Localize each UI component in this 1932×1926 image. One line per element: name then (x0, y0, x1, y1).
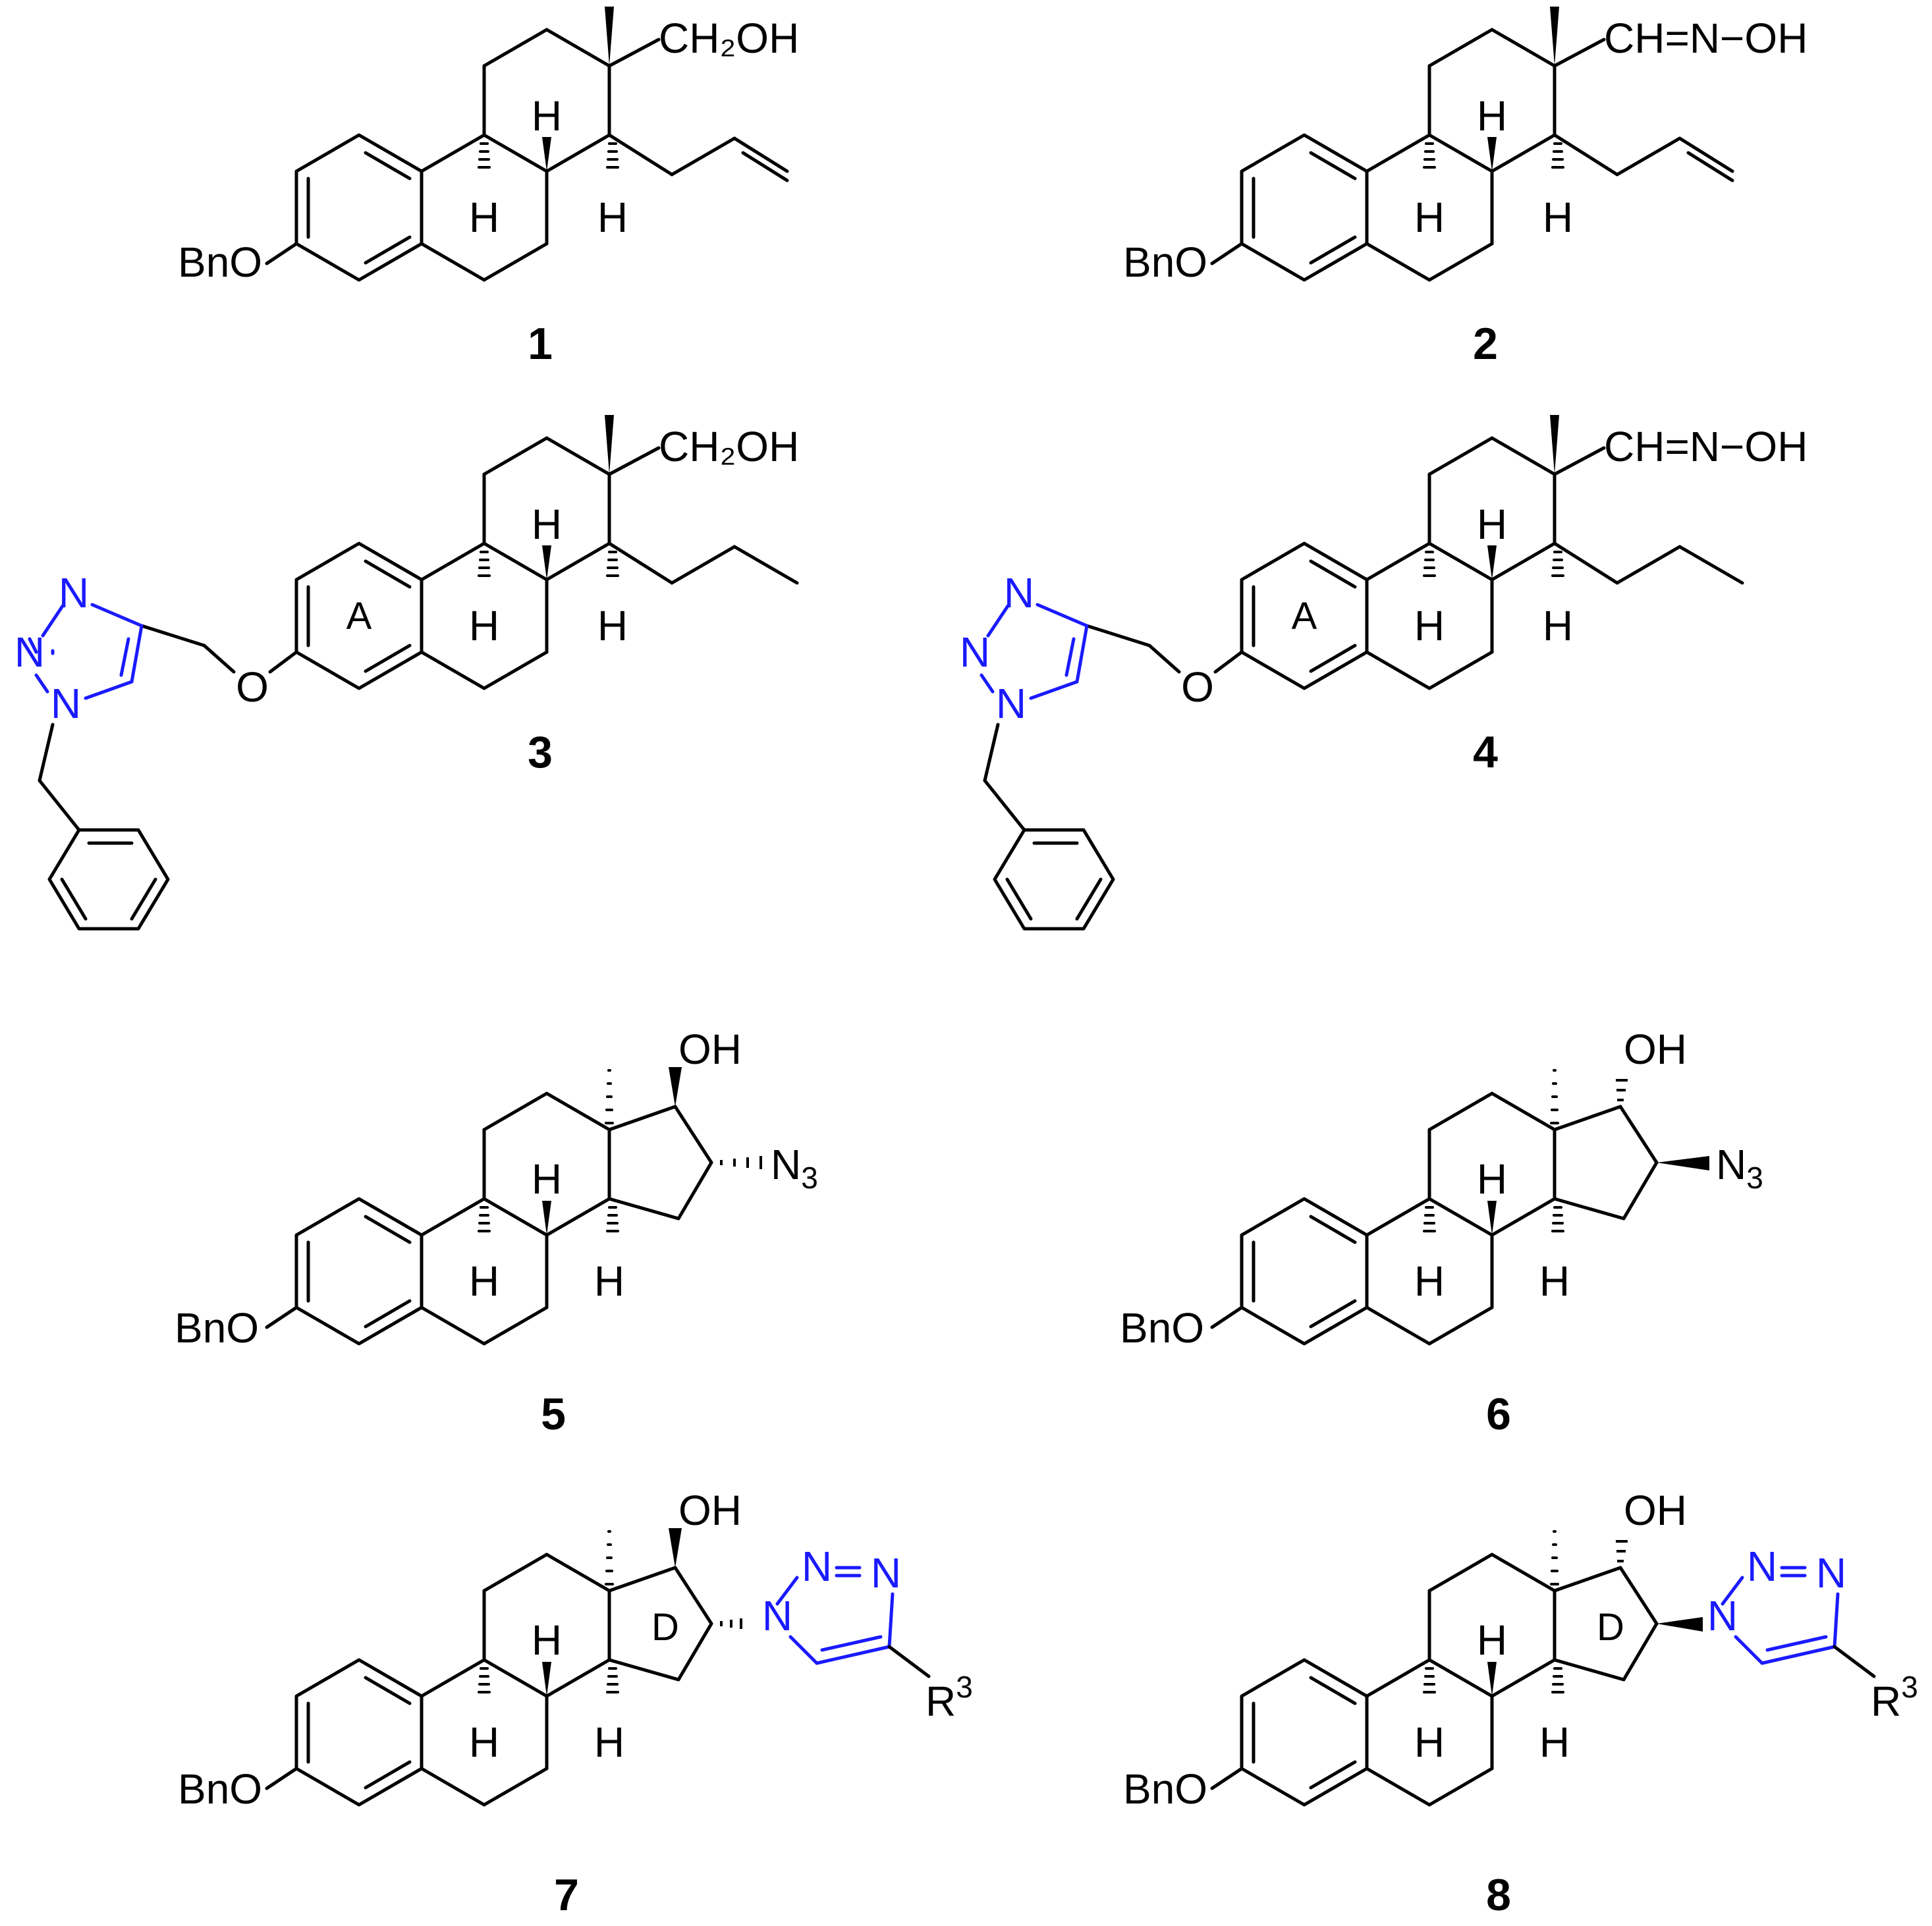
triazole-n-label: N (1747, 1543, 1777, 1590)
hydroxyl-label: OH (678, 1487, 742, 1534)
ring-d-label: D (1597, 1606, 1624, 1649)
c17-substituent-label: CH₂OH (659, 423, 799, 470)
h-label: H (469, 1257, 499, 1305)
compound-number: 6 (1486, 1389, 1511, 1439)
triazole-n-label: N (14, 628, 45, 676)
linker-bonds (140, 624, 298, 674)
benzyloxy-label: BnO (1123, 1765, 1207, 1813)
triazole-n-label: N (51, 680, 81, 727)
benzyloxy-label: BnO (178, 1765, 262, 1813)
compound-3: A CH₂OH H H H O N N N (14, 415, 799, 931)
compound-number: 5 (541, 1389, 566, 1439)
h-label: H (532, 1616, 562, 1664)
azide-hash-bond (720, 1156, 762, 1169)
compound-number: 4 (1473, 727, 1498, 777)
triazole-wedge-bond (1657, 1617, 1703, 1632)
benzyloxy-label: BnO (1120, 1304, 1204, 1352)
h-label: H (532, 1155, 562, 1203)
compound-4: A CH=N−OH H H H O N N N 4 (960, 415, 1808, 931)
compound-7: BnO OH D N N N R3 H H H 7 (178, 1487, 973, 1920)
h-label: H (1477, 92, 1507, 140)
c17-substituent-label: CH=N−OH (1604, 14, 1808, 62)
triazole-ring (28, 603, 144, 700)
h-label: H (469, 194, 499, 241)
triazole-ring (1721, 1566, 1840, 1665)
ring-d-label: D (651, 1606, 679, 1649)
compound-number: 8 (1486, 1870, 1511, 1920)
h-label: H (1414, 1719, 1445, 1766)
h-label: H (1539, 1719, 1570, 1766)
h-label: H (594, 1257, 624, 1305)
r3-label: R3 (1871, 1670, 1918, 1725)
h-label: H (532, 92, 562, 140)
h-label: H (1477, 501, 1507, 548)
h-label: H (594, 1719, 624, 1766)
benzyl-group (983, 723, 1115, 931)
h-label: H (1414, 1257, 1445, 1305)
c17-substituent-label: CH=N−OH (1604, 423, 1808, 470)
triazole-n-label: N (960, 628, 990, 676)
triazole-n-label: N (1816, 1549, 1846, 1597)
compound-number: 3 (528, 727, 553, 777)
compound-number: 2 (1473, 319, 1498, 369)
triazole-n-label: N (871, 1549, 901, 1597)
hydroxyl-label: OH (1624, 1026, 1687, 1073)
linker-bonds (1085, 624, 1244, 674)
triazole-n-label: N (762, 1592, 792, 1639)
compound-number: 7 (554, 1870, 579, 1920)
triazole-n-label: N (1004, 569, 1034, 617)
h-label: H (1477, 1155, 1507, 1203)
r3-label: R3 (925, 1670, 973, 1725)
compound-8: BnO OH D N N N R3 H H H 8 (1123, 1487, 1918, 1920)
h-label: H (597, 194, 628, 241)
compound-2: BnO CH=N−OH H H H 2 (1123, 7, 1808, 369)
azide-label: N3 (1716, 1141, 1763, 1195)
triazole-n-label: N (1707, 1592, 1738, 1639)
oh-hash-bond (1616, 1540, 1628, 1562)
ether-oxygen-label: O (236, 663, 269, 711)
compound-number: 1 (528, 319, 553, 369)
benzyloxy-label: BnO (175, 1304, 259, 1352)
triazole-n-label: N (802, 1543, 832, 1590)
hydroxyl-label: OH (678, 1026, 742, 1073)
h-label: H (1539, 1257, 1570, 1305)
ring-a-label: A (1292, 595, 1317, 638)
h-label: H (1477, 1616, 1507, 1664)
h-label: H (597, 602, 628, 649)
triazole-hash-bond (720, 1618, 742, 1629)
compound-1: BnO CH₂OH H H H 1 (178, 7, 799, 369)
oh-hash-bond (1616, 1079, 1628, 1101)
triazole-ring (775, 1566, 895, 1665)
azide-wedge-bond (1657, 1156, 1709, 1170)
h-label: H (1543, 194, 1573, 241)
hydroxyl-label: OH (1624, 1487, 1687, 1534)
compound-5: BnO OH N3 H H H 5 (175, 1026, 818, 1439)
c17-substituent-label: CH₂OH (659, 14, 799, 62)
oh-wedge-bond (669, 1528, 682, 1568)
h-label: H (469, 602, 499, 649)
benzyloxy-label: BnO (1123, 238, 1207, 286)
azide-label: N3 (771, 1141, 818, 1195)
compound-6: BnO OH N3 H H H 6 (1120, 1026, 1763, 1439)
oh-wedge-bond (669, 1067, 682, 1107)
ether-oxygen-label: O (1181, 663, 1214, 711)
triazole-ring (980, 603, 1089, 700)
ring-a-label: A (346, 595, 372, 638)
benzyl-group (38, 723, 170, 931)
h-label: H (469, 1719, 499, 1766)
h-label: H (1414, 602, 1445, 649)
triazole-n-label: N (59, 569, 89, 617)
triazole-n-label: N (996, 680, 1026, 727)
h-label: H (1414, 194, 1445, 241)
benzyloxy-label: BnO (178, 238, 262, 286)
h-label: H (532, 501, 562, 548)
h-label: H (1543, 602, 1573, 649)
